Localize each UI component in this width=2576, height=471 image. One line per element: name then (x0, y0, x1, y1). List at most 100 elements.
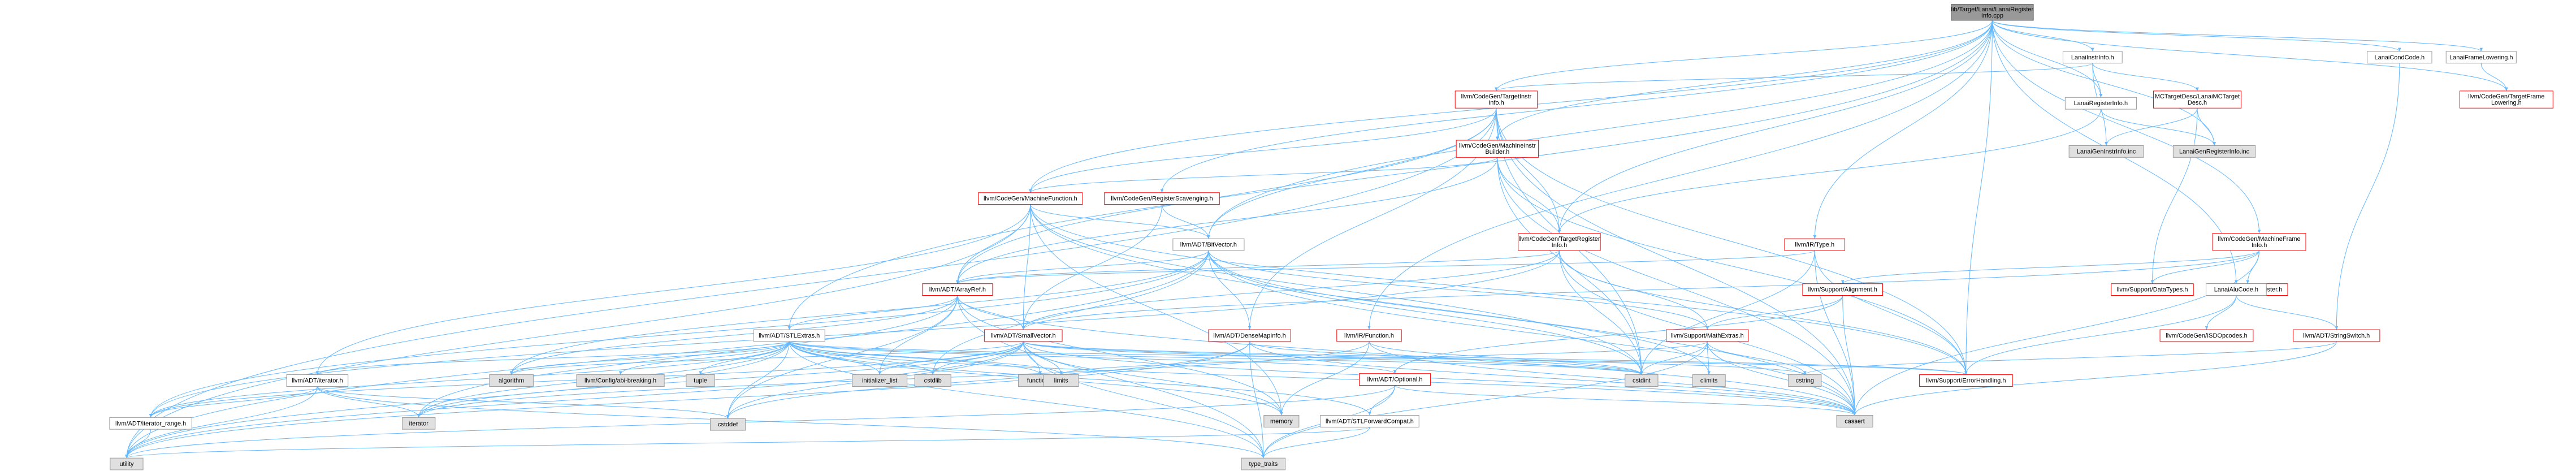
edge-root-to-error_handling_h (1964, 20, 1993, 375)
node-densemapinfo-h[interactable]: llvm/ADT/DenseMapInfo.h (1208, 329, 1291, 342)
node-adt-iterator-h[interactable]: llvm/ADT/iterator.h (286, 374, 349, 387)
edge-mathextras_h-to-cassert (1707, 341, 1856, 416)
node-cstddef[interactable]: cstddef (710, 418, 746, 431)
node-config-abi-breaking-h[interactable]: llvm/Config/abi-breaking.h (576, 374, 665, 387)
edge-ir_type_h-to-error_handling_h (1814, 250, 1968, 375)
edge-densemapinfo_h-to-cstddef (726, 341, 1250, 419)
edge-root-to-bitvector_h (1207, 20, 1993, 239)
edge-machine_frame_info_h-to-cassert (1853, 250, 2260, 416)
edge-smallvector_h-to-cassert (1023, 341, 1856, 416)
node-limits[interactable]: limits (1043, 374, 1079, 387)
node-iterator-range-h[interactable]: llvm/ADT/iterator_range.h (109, 417, 192, 430)
node-label: Info.h (1552, 242, 1568, 249)
node-lanai-instr-info-h[interactable]: LanaiInstrInfo.h (2062, 51, 2123, 64)
node-arrayref-h[interactable]: llvm/ADT/ArrayRef.h (922, 283, 993, 296)
node-lanai-cond-code-h[interactable]: LanaiCondCode.h (2367, 51, 2432, 64)
node-label: llvm/Support/Alignment.h (1808, 287, 1877, 293)
node-support-alignment-h[interactable]: llvm/Support/Alignment.h (1802, 283, 1883, 296)
edge-register_scavenging_h-to-smallvector_h (1021, 204, 1162, 330)
node-machine-function-h[interactable]: llvm/CodeGen/MachineFunction.h (978, 192, 1083, 205)
edge-stlextras_h-to-tuple (699, 341, 790, 375)
node-lanai-gen-register-info-inc[interactable]: LanaiGenRegisterInfo.inc (2172, 145, 2256, 158)
node-cassert[interactable]: cassert (1836, 415, 1873, 427)
node-box (686, 374, 715, 387)
node-box (753, 329, 825, 342)
node-utility[interactable]: utility (110, 457, 144, 470)
node-box (1336, 329, 1402, 342)
node-label: LanaiGenInstrInfo.inc (2077, 148, 2136, 155)
node-isd-opcodes-h[interactable]: llvm/CodeGen/ISDOpcodes.h (2159, 329, 2254, 342)
edge-stl_forward_compat_h-to-utility (125, 426, 1370, 459)
node-tuple[interactable]: tuple (686, 374, 715, 387)
node-iterator[interactable]: iterator (402, 417, 436, 430)
node-label: llvm/CodeGen/MachineInstr (1459, 142, 1536, 149)
edge-adt_iterator_h-to-type_traits (317, 386, 1265, 459)
node-smallvector-h[interactable]: llvm/ADT/SmallVector.h (984, 329, 1063, 342)
node-ir-function-h[interactable]: llvm/IR/Function.h (1336, 329, 1402, 342)
node-lanai-alu-code-h[interactable]: LanaiAluCode.h (2206, 283, 2267, 296)
edge-root-to-tgt_instr_info_h (1495, 20, 1993, 91)
node-algorithm[interactable]: algorithm (489, 374, 534, 387)
node-stringswitch-h[interactable]: llvm/ADT/StringSwitch.h (2293, 329, 2380, 342)
node-root[interactable]: lib/Target/Lanai/LanaiRegisterInfo.cpp (1951, 4, 2034, 21)
edge-stlextras_h-to-functional (789, 341, 1042, 375)
node-label: lib/Target/Lanai/LanaiRegister (1951, 6, 2034, 13)
node-support-datatypes-h[interactable]: llvm/Support/DataTypes.h (2111, 283, 2194, 296)
node-lanai-frame-lowering-h[interactable]: LanaiFrameLowering.h (2445, 51, 2517, 64)
node-box (2212, 233, 2306, 251)
node-lanai-gen-instr-info-inc[interactable]: LanaiGenInstrInfo.inc (2068, 145, 2144, 158)
edge-densemapinfo_h-to-cstdint (1249, 341, 1643, 375)
node-label: llvm/Config/abi-breaking.h (585, 378, 656, 384)
node-initializer-list[interactable]: initializer_list (852, 374, 908, 387)
edge-lanai_register_info_h-to-tgt_register_info_h (1557, 109, 2101, 234)
node-memory[interactable]: memory (1263, 415, 1300, 427)
node-cstdlib[interactable]: cstdlib (914, 374, 951, 387)
edge-stlextras_h-to-adt_iterator_h (315, 341, 790, 375)
edge-bitvector_h-to-climits (1208, 250, 1711, 375)
node-label: memory (1270, 418, 1293, 425)
edge-root-to-tgt_frame_lowering_h (1991, 20, 2508, 91)
node-ir-type-h[interactable]: llvm/IR/Type.h (1784, 238, 1846, 251)
edge-machine_function_h-to-utility (125, 204, 1031, 459)
edge-support_alignment_h-to-cassert (1842, 295, 1856, 416)
edge-adt_iterator_h-to-cstddef (317, 386, 730, 419)
node-lanai-register-info-h[interactable]: LanaiRegisterInfo.h (2064, 97, 2137, 110)
node-box (2111, 283, 2194, 296)
node-box (2459, 90, 2553, 109)
edge-stlextras_h-to-cstdlib (789, 341, 934, 375)
node-label: algorithm (499, 378, 524, 384)
node-bitvector-h[interactable]: llvm/ADT/BitVector.h (1172, 238, 1245, 251)
node-label: LanaiInstrInfo.h (2071, 54, 2114, 61)
node-stl-forward-compat-h[interactable]: llvm/ADT/STLForwardCompat.h (1320, 415, 1419, 427)
node-optional-h[interactable]: llvm/ADT/Optional.h (1359, 373, 1431, 386)
node-label: LanaiGenRegisterInfo.inc (2179, 148, 2250, 155)
edge-mathextras_h-to-limits (1059, 341, 1708, 375)
edge-tgt_register_info_h-to-smallvector_h (1021, 250, 1560, 330)
node-climits[interactable]: climits (1692, 374, 1726, 387)
edge-root-to-register_scavenging_h (1160, 20, 1993, 193)
edge-mc_target_desc_h-to-support_datatypes_h (2150, 108, 2198, 284)
node-box (2068, 145, 2144, 158)
node-type-traits[interactable]: type_traits (1241, 457, 1286, 470)
node-label: cstring (1796, 378, 1814, 384)
edge-lanai_instr_info_h-to-mc_target_desc_h (2092, 63, 2199, 92)
edge-root-to-stlextras_h (787, 20, 1993, 330)
node-cstdint[interactable]: cstdint (1625, 374, 1659, 387)
node-mathextras-h[interactable]: llvm/Support/MathExtras.h (1666, 329, 1749, 342)
node-box (1454, 90, 1538, 109)
node-register-scavenging-h[interactable]: llvm/CodeGen/RegisterScavenging.h (1104, 192, 1220, 205)
edge-densemapinfo_h-to-type_traits (1249, 341, 1265, 459)
node-error-handling-h[interactable]: llvm/Support/ErrorHandling.h (1919, 374, 2013, 387)
node-cstring[interactable]: cstring (1788, 374, 1822, 387)
node-box (2153, 90, 2242, 109)
node-stlextras-h[interactable]: llvm/ADT/STLExtras.h (753, 329, 825, 342)
node-label: llvm/ADT/SmallVector.h (991, 332, 1056, 339)
node-box (1784, 238, 1846, 251)
node-box (1456, 140, 1539, 158)
